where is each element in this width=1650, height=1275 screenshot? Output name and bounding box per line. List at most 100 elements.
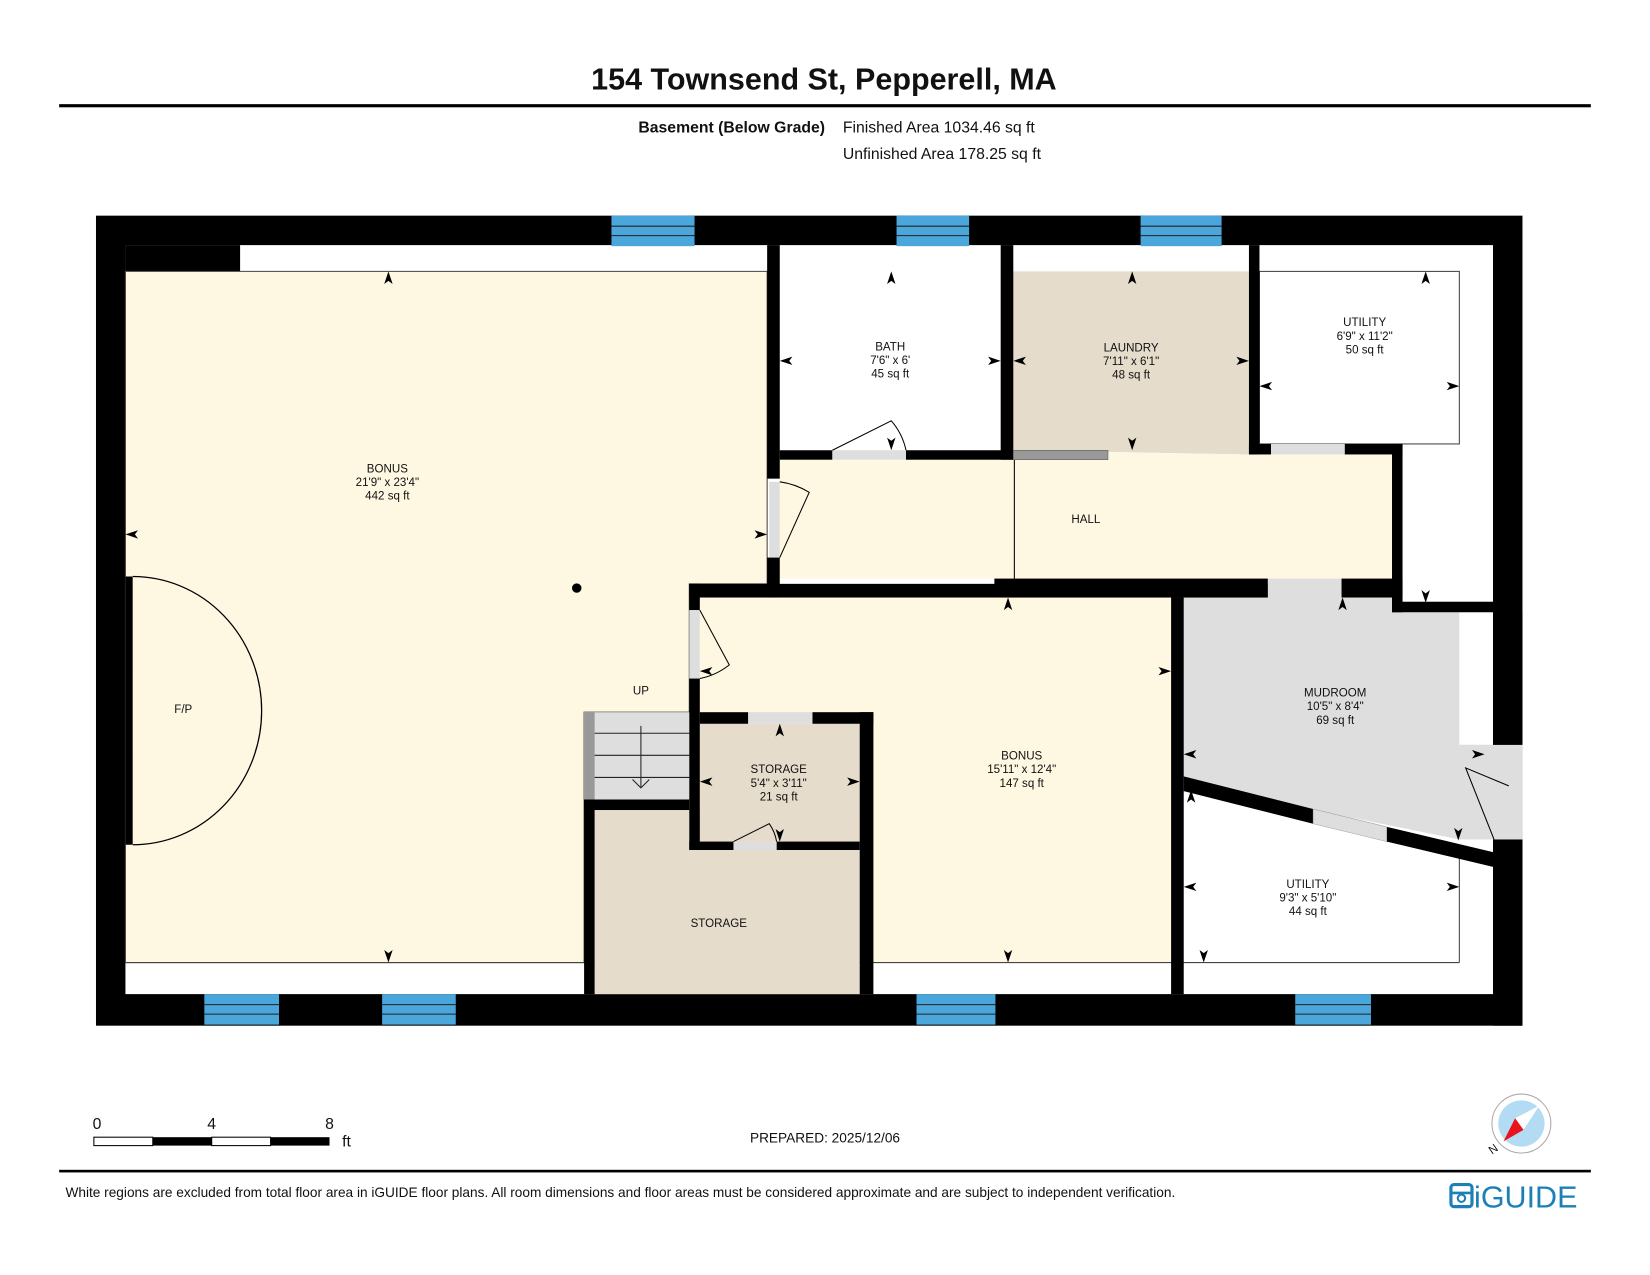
svg-text:48 sq ft: 48 sq ft — [1112, 370, 1151, 382]
svg-text:21'9" x 23'4": 21'9" x 23'4" — [356, 477, 419, 489]
dimension-arrow-icon — [1013, 356, 1026, 366]
doors — [689, 420, 1509, 850]
room-label-storage-large: STORAGE — [691, 918, 748, 930]
iguide-logo: iGUIDE — [1449, 1181, 1577, 1215]
svg-text:LAUNDRY: LAUNDRY — [1104, 342, 1159, 354]
window — [611, 215, 695, 247]
dimension-arrow-icon — [1127, 437, 1137, 451]
svg-text:44 sq ft: 44 sq ft — [1289, 906, 1328, 918]
dimension-arrow-icon — [1183, 882, 1197, 892]
dimension-arrow-icon — [1471, 750, 1485, 759]
room-label-bonus-second: BONUS 15'11" x 12'4" 147 sq ft — [987, 751, 1056, 790]
post-icon — [571, 583, 582, 593]
dimension-arrow-icon — [779, 356, 793, 366]
svg-text:UTILITY: UTILITY — [1286, 879, 1329, 891]
room-label-bath: BATH 7'6" x 6' 45 sq ft — [870, 341, 910, 380]
window — [382, 994, 456, 1025]
svg-text:STORAGE: STORAGE — [751, 764, 808, 776]
svg-text:7'11" x 6'1": 7'11" x 6'1" — [1103, 356, 1159, 368]
window — [916, 994, 996, 1025]
svg-text:9'3" x 5'10": 9'3" x 5'10" — [1279, 893, 1336, 905]
wall-block — [125, 245, 241, 272]
room-label-hall: HALL — [1071, 514, 1100, 526]
svg-text:21 sq ft: 21 sq ft — [760, 792, 799, 804]
dimension-arrow-icon — [775, 828, 784, 842]
page-title: 154 Townsend St, Pepperell, MA — [591, 62, 1057, 96]
room-label-laundry: LAUNDRY 7'11" x 6'1" 48 sq ft — [1103, 342, 1159, 381]
dimension-arrow-icon — [1003, 949, 1013, 963]
svg-text:15'11" x 12'4": 15'11" x 12'4" — [987, 764, 1056, 776]
door-opening — [1312, 808, 1388, 842]
room-bath — [779, 271, 1001, 451]
prepared-date: PREPARED: 2025/12/06 — [750, 1130, 900, 1145]
svg-text:442 sq ft: 442 sq ft — [365, 491, 410, 503]
room-label-storage-small: STORAGE 5'4" x 3'11" 21 sq ft — [751, 764, 808, 803]
svg-text:N: N — [1487, 1142, 1501, 1157]
dimension-arrow-icon — [775, 723, 784, 737]
svg-text:69 sq ft: 69 sq ft — [1316, 715, 1355, 727]
window — [204, 994, 280, 1025]
compass-icon: N — [1487, 1093, 1552, 1157]
svg-text:147 sq ft: 147 sq ft — [1000, 778, 1045, 790]
dimension-arrow-icon — [125, 530, 139, 539]
finished-area: Finished Area 1034.46 sq ft — [843, 120, 1036, 137]
svg-text:iGUIDE: iGUIDE — [1474, 1181, 1577, 1215]
room-label-utility-bottom: UTILITY 9'3" x 5'10" 44 sq ft — [1279, 879, 1336, 918]
laundry-bar — [1013, 449, 1109, 460]
interior-walls — [584, 245, 1523, 1026]
fireplace — [132, 575, 263, 846]
dimension-arrow-icon — [699, 777, 713, 786]
dimension-arrow-icon — [1236, 356, 1249, 366]
dimension-arrow-icon — [1421, 271, 1430, 285]
dimension-arrow-icon — [384, 271, 393, 285]
dimension-arrow-icon — [1127, 271, 1137, 285]
window — [1295, 994, 1371, 1025]
dimension-arrow-icon — [1446, 882, 1460, 892]
scale-bar: 0 4 8 ft — [93, 1116, 352, 1151]
svg-text:BONUS: BONUS — [367, 463, 408, 475]
dimension-arrow-icon — [1158, 666, 1172, 676]
svg-text:ft: ft — [342, 1134, 351, 1151]
svg-text:7'6" x 6': 7'6" x 6' — [870, 355, 910, 367]
room-label-utility-top: UTILITY 6'9" x 11'2" 50 sq ft — [1337, 317, 1393, 356]
svg-text:45 sq ft: 45 sq ft — [871, 369, 910, 381]
dimension-arrow-icon — [1003, 597, 1013, 611]
fireplace-label: F/P — [174, 704, 192, 716]
room-label-mudroom: MUDROOM 10'5" x 8'4" 69 sq ft — [1304, 687, 1366, 726]
stairs-up-label: UP — [633, 685, 649, 697]
room-mudroom — [1183, 597, 1523, 840]
dimension-arrow-icon — [1446, 381, 1460, 391]
dimension-arrow-icon — [887, 437, 896, 451]
fireplace-hearth — [125, 576, 133, 845]
stairs — [584, 712, 690, 800]
dimension-arrow-icon — [988, 356, 1001, 366]
dimension-arrow-icon — [1186, 790, 1196, 803]
dimension-arrow-icon — [1421, 590, 1430, 603]
svg-text:4: 4 — [207, 1116, 216, 1133]
dimension-arrow-icon — [384, 949, 393, 963]
unfinished-area: Unfinished Area 178.25 sq ft — [843, 146, 1042, 163]
svg-text:50 sq ft: 50 sq ft — [1346, 344, 1385, 356]
floor-plan: BONUS 21'9" x 23'4" 442 sq ft BATH 7'6" … — [95, 215, 1523, 1026]
dimension-arrow-icon — [1183, 750, 1197, 759]
dimension-arrows — [125, 271, 1485, 963]
svg-text:MUDROOM: MUDROOM — [1304, 687, 1366, 699]
dimension-arrow-icon — [1199, 949, 1208, 963]
header-divider — [59, 104, 1591, 108]
svg-text:6'9" x 11'2": 6'9" x 11'2" — [1337, 331, 1393, 343]
svg-text:0: 0 — [93, 1116, 102, 1133]
svg-text:BATH: BATH — [875, 341, 905, 353]
room-laundry — [1013, 271, 1249, 455]
dimension-arrow-icon — [699, 666, 713, 676]
room-hall — [779, 450, 1393, 579]
svg-text:10'5" x 8'4": 10'5" x 8'4" — [1307, 701, 1364, 713]
dimension-arrow-icon — [847, 777, 860, 786]
dimension-arrow-icon — [887, 271, 896, 285]
footer-divider — [59, 1169, 1591, 1173]
dimension-arrow-icon — [754, 530, 768, 539]
dimension-arrow-icon — [1454, 827, 1463, 841]
room-storage-large — [594, 810, 860, 995]
disclaimer: White regions are excluded from total fl… — [65, 1185, 1175, 1200]
room-label-bonus-main: BONUS 21'9" x 23'4" 442 sq ft — [356, 463, 419, 502]
